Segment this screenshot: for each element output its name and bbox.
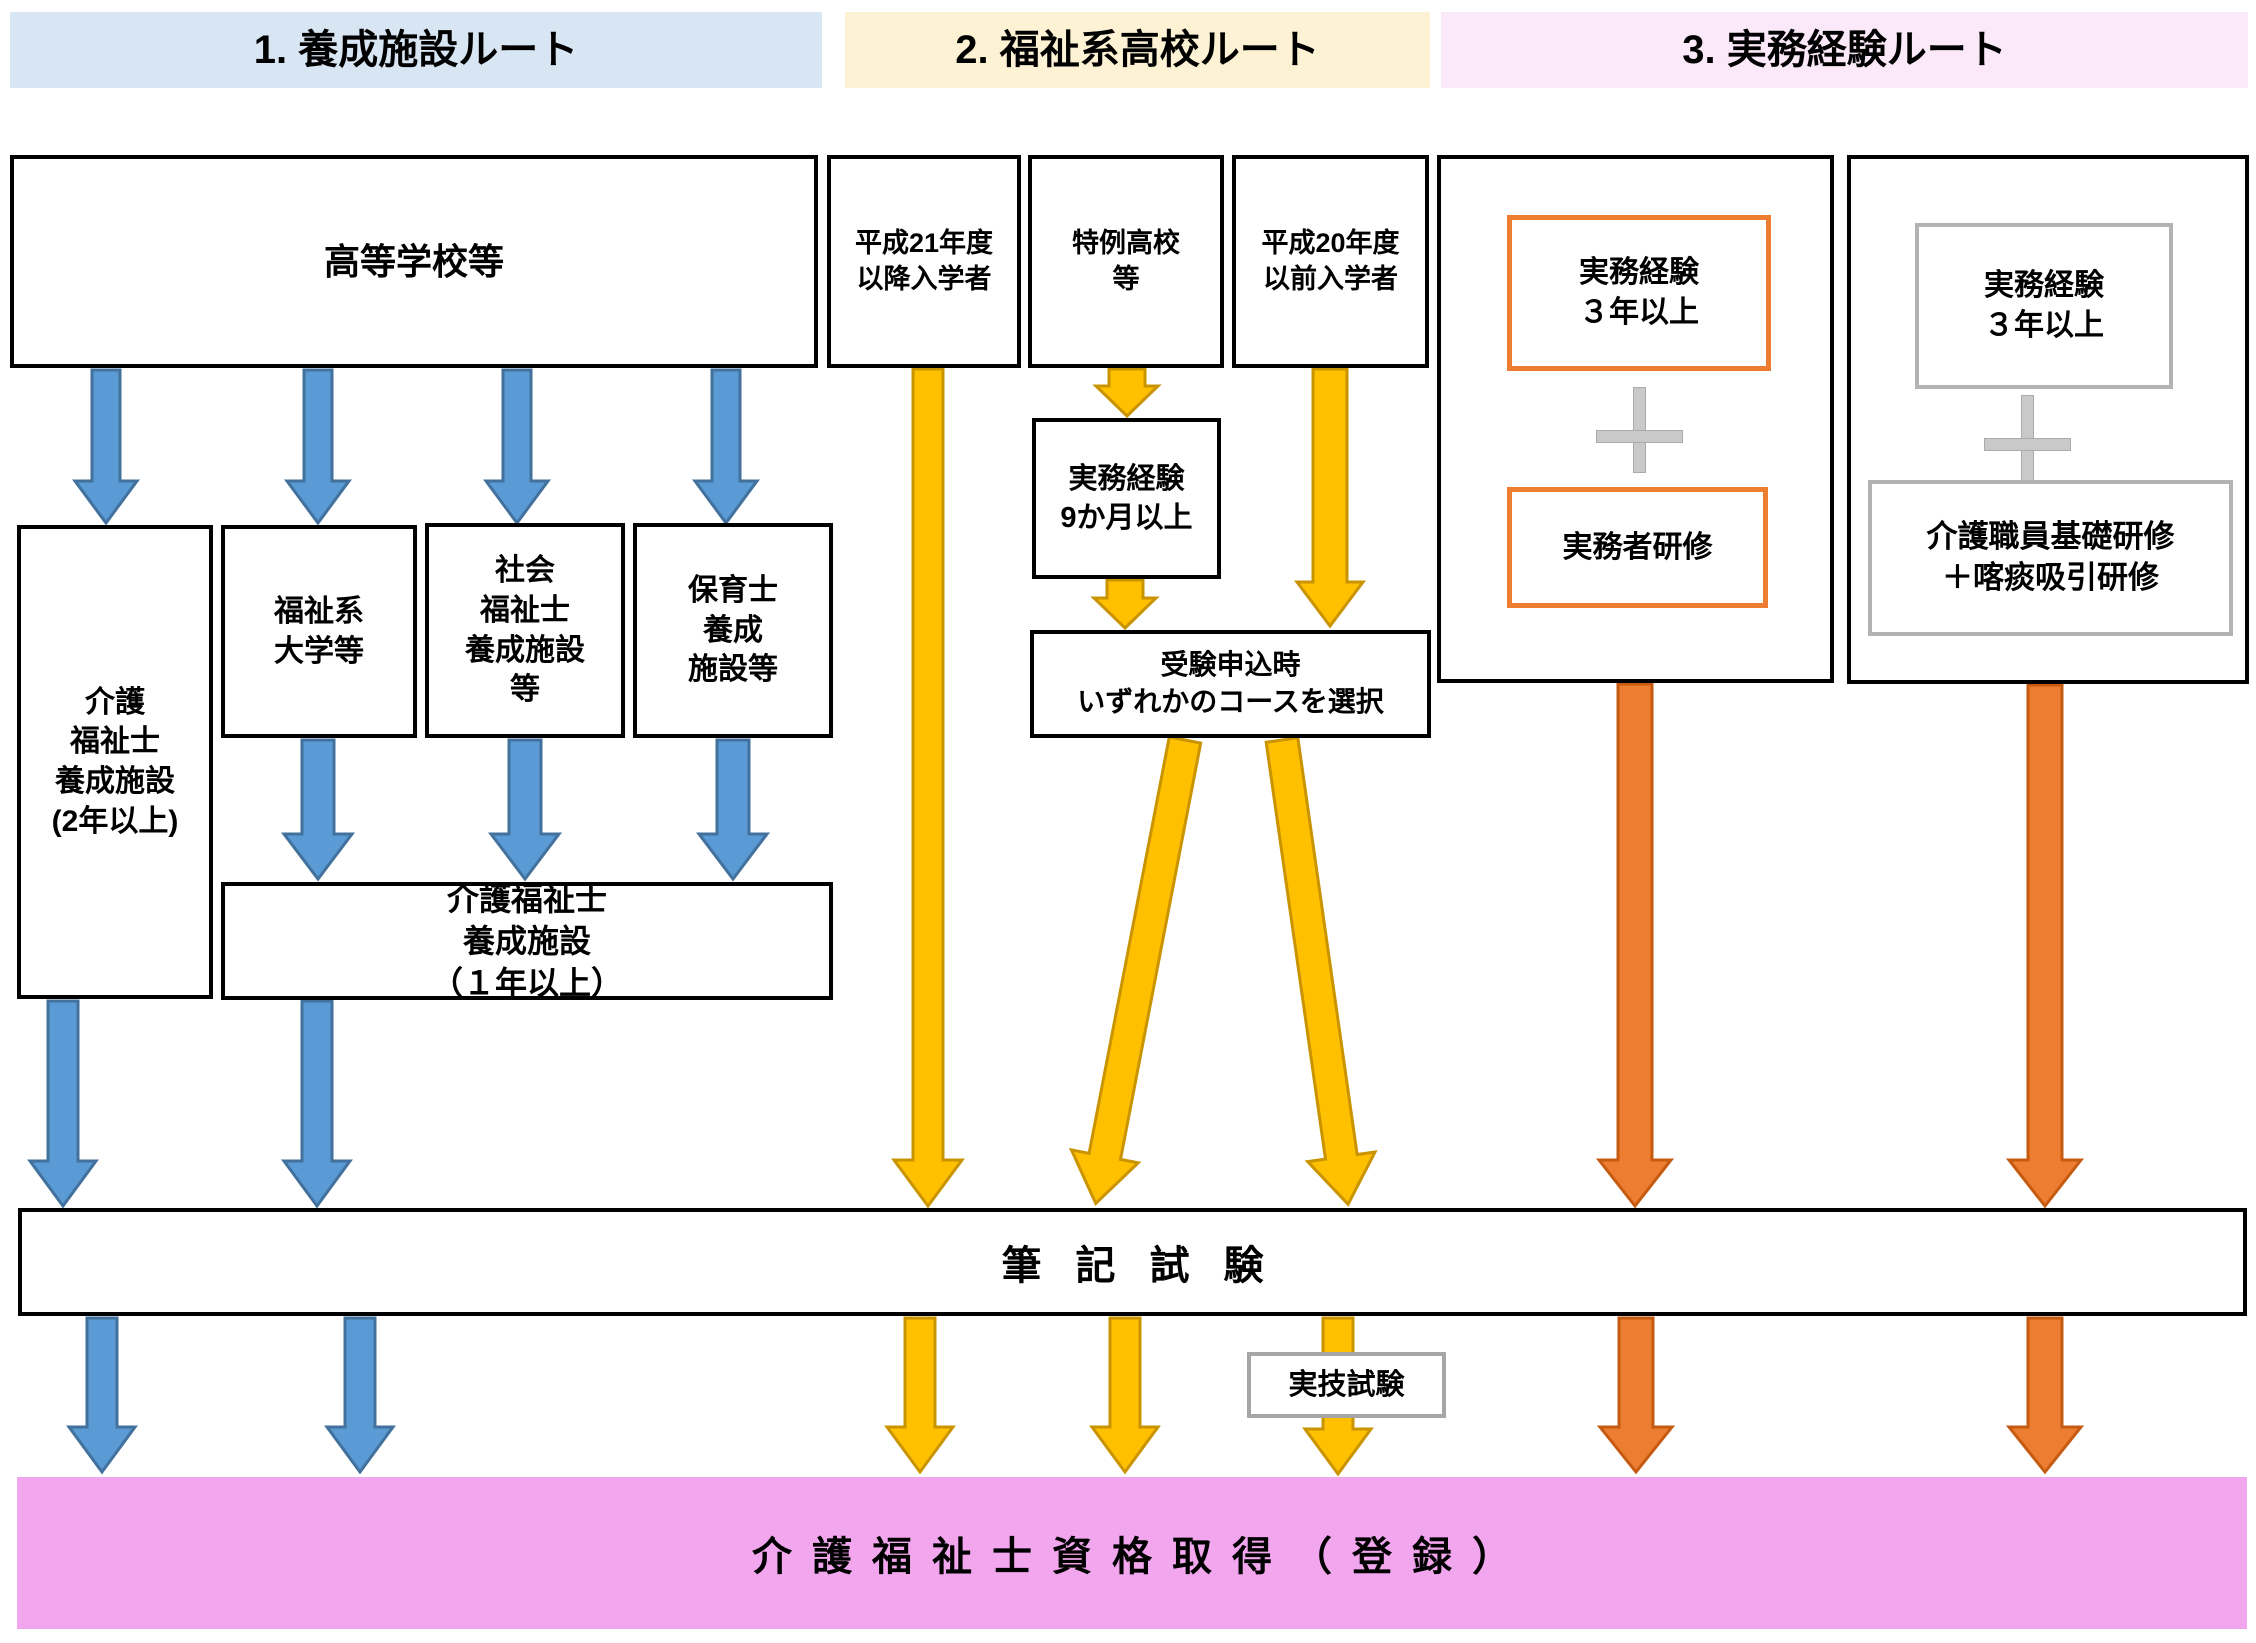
box-practitioner-training: 実務者研修	[1507, 487, 1768, 608]
box-basic-training-sputum-suction: 介護職員基礎研修 ＋喀痰吸引研修	[1868, 480, 2233, 636]
arrow-down-icon	[487, 738, 563, 882]
box-care-worker-facility-1yr: 介護福祉士 養成施設 （１年以上）	[221, 881, 833, 1001]
arrow-down-icon	[884, 1316, 956, 1475]
arrow-down-icon	[891, 367, 965, 1209]
box-label: 実務経験 ３年以上	[1579, 256, 1699, 329]
arrow-down-icon	[1294, 367, 1366, 629]
box-course-selection: 受験申込時 いずれかのコースを選択	[1030, 630, 1431, 738]
box-h20-and-before-entrants: 平成20年度 以前入学者	[1232, 155, 1429, 368]
header-welfare-highschool-route: 2. 福祉系高校ルート	[845, 12, 1430, 88]
box-label: 介護 福祉士 養成施設 (2年以上)	[51, 685, 179, 838]
arrow-down-icon	[27, 999, 99, 1209]
box-label: 介護福祉士 養成施設 （１年以上）	[430, 880, 623, 1002]
header-label: 2. 福祉系高校ルート	[955, 27, 1320, 72]
box-label: 平成21年度 以降入学者	[854, 227, 994, 294]
plus-icon	[1596, 387, 1683, 473]
box-work-experience-3yr-a: 実務経験 ３年以上	[1507, 215, 1771, 371]
box-label: 受験申込時 いずれかのコースを選択	[1077, 649, 1384, 717]
plus-icon	[1984, 395, 2071, 481]
arrow-down-icon	[695, 738, 771, 882]
arrow-down-icon	[324, 1316, 396, 1475]
box-practical-exam: 実技試験	[1247, 1352, 1446, 1418]
box-label: 特例高校 等	[1072, 227, 1180, 294]
box-label: 介護職員基礎研修 ＋喀痰吸引研修	[1926, 519, 2175, 595]
box-label: 福祉系 大学等	[274, 594, 364, 668]
bar-qualification-obtained: 介護福祉士資格取得（登録）	[17, 1477, 2247, 1629]
box-label: 実技試験	[1288, 1368, 1405, 1401]
arrow-down-icon	[280, 738, 356, 882]
header-label: 3. 実務経験ルート	[1682, 27, 2007, 72]
arrow-down-icon	[483, 368, 551, 526]
arrow-down-icon	[281, 999, 353, 1209]
bar-label: 介護福祉士資格取得（登録）	[752, 1535, 1532, 1579]
box-care-worker-facility-2yr: 介護 福祉士 養成施設 (2年以上)	[17, 525, 213, 999]
box-label: 保育士 養成 施設等	[688, 574, 778, 687]
box-label: 実務経験 9か月以上	[1060, 463, 1193, 534]
arrow-down-icon	[2005, 1316, 2085, 1475]
arrow-down-icon	[1595, 682, 1675, 1209]
box-label: 平成20年度 以前入学者	[1261, 227, 1400, 294]
arrow-down-icon	[1092, 367, 1162, 419]
box-work-experience-3yr-b: 実務経験 ３年以上	[1915, 223, 2173, 389]
arrow-down-icon	[2005, 683, 2085, 1209]
box-social-worker-facility: 社会 福祉士 養成施設 等	[425, 523, 625, 738]
box-label: 実務者研修	[1562, 530, 1713, 564]
arrow-diagonal-icon	[1264, 736, 1378, 1207]
box-welfare-university: 福祉系 大学等	[221, 525, 417, 738]
box-high-school: 高等学校等	[10, 155, 818, 368]
box-special-highschool: 特例高校 等	[1028, 155, 1224, 368]
arrow-down-icon	[72, 368, 140, 526]
header-training-facility-route: 1. 養成施設ルート	[10, 12, 822, 88]
header-work-experience-route: 3. 実務経験ルート	[1441, 12, 2248, 88]
box-label: 社会 福祉士 養成施設 等	[465, 554, 585, 707]
arrow-down-icon	[1090, 578, 1160, 631]
arrow-down-icon	[692, 368, 760, 526]
box-label: 実務経験 ３年以上	[1984, 269, 2104, 342]
header-label: 1. 養成施設ルート	[253, 27, 579, 72]
arrow-down-icon	[1596, 1316, 1676, 1475]
box-work-experience-9months: 実務経験 9か月以上	[1032, 418, 1221, 579]
arrow-down-icon	[66, 1316, 138, 1475]
bar-written-exam: 筆記試験	[18, 1208, 2247, 1316]
box-h21-and-after-entrants: 平成21年度 以降入学者	[827, 155, 1021, 368]
bar-label: 筆記試験	[1001, 1244, 1298, 1288]
arrow-down-icon	[1089, 1316, 1161, 1475]
arrow-diagonal-icon	[1068, 735, 1203, 1207]
box-label: 高等学校等	[323, 240, 504, 282]
arrow-down-icon	[284, 368, 352, 526]
box-childcare-worker-facility: 保育士 養成 施設等	[633, 523, 833, 738]
